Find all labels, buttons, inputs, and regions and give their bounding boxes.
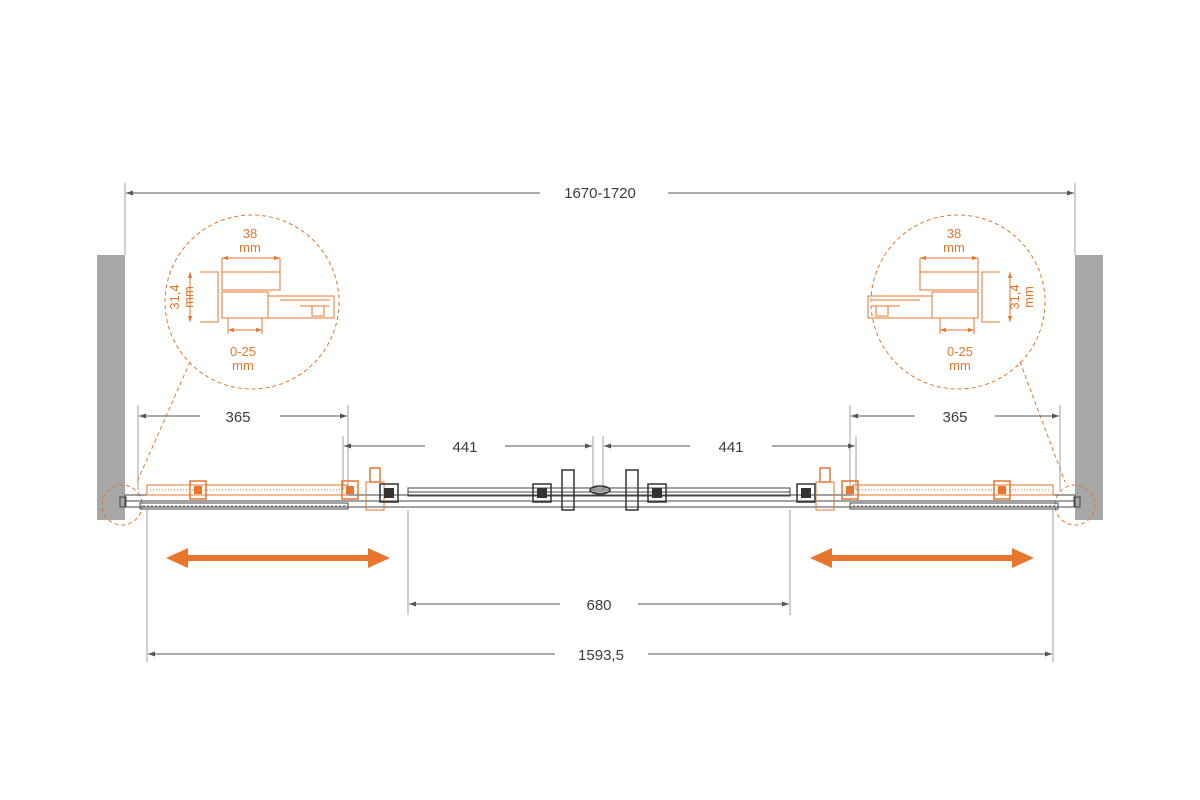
right-outer-roller	[993, 480, 1011, 500]
right-wall	[1075, 255, 1103, 520]
sliding-door-assembly	[119, 484, 1081, 510]
right-door-travel-label: 441	[718, 439, 743, 456]
left-door-slide-arrow	[166, 548, 390, 568]
left-profile-detail: 38 mm 31,4 mm 0-25 mm	[101, 214, 340, 526]
left-fixed-panel-label: 365	[225, 409, 250, 426]
left-door-roller	[379, 483, 399, 503]
total-width-label: 1670-1720	[564, 185, 636, 202]
total-width-dimension: 1670-1720	[124, 183, 1076, 255]
right-stopper	[815, 467, 835, 511]
left-outer-roller	[189, 480, 207, 500]
left-width-value: 38	[243, 226, 257, 241]
left-adjust-unit: mm	[232, 358, 254, 373]
right-fixed-panel-label: 365	[942, 409, 967, 426]
roller-fittings	[189, 467, 1011, 511]
opening-label: 680	[586, 597, 611, 614]
glass-width-label: 1593,5	[578, 647, 624, 664]
right-depth-unit: mm	[1021, 286, 1036, 308]
left-fixed-roller	[341, 480, 359, 500]
right-door-slide-arrow	[810, 548, 1034, 568]
left-wall	[97, 255, 125, 520]
right-fixed-roller	[841, 480, 859, 500]
glass-width-dimension: 1593,5	[146, 510, 1054, 664]
right-door-roller	[796, 483, 816, 503]
door-magnet-seal	[589, 485, 611, 495]
left-adjust-value: 0-25	[230, 344, 256, 359]
center-left-handle	[561, 469, 575, 511]
center-left-roller	[532, 483, 552, 503]
center-right-handle	[625, 469, 639, 511]
center-right-roller	[647, 483, 667, 503]
right-profile-detail: 38 mm 31,4 mm 0-25 mm	[867, 214, 1096, 526]
right-adjust-unit: mm	[949, 358, 971, 373]
opening-dimension: 680	[407, 510, 791, 615]
left-fixed-panel-dimension: 365	[137, 405, 349, 490]
right-adjust-value: 0-25	[947, 344, 973, 359]
left-depth-value: 31,4	[167, 284, 182, 309]
right-width-value: 38	[947, 226, 961, 241]
left-depth-unit: mm	[181, 286, 196, 308]
left-door-travel-dimension: 441	[342, 436, 594, 490]
left-width-unit: mm	[239, 240, 261, 255]
left-door-travel-label: 441	[452, 439, 477, 456]
right-fixed-panel-dimension: 365	[849, 405, 1061, 490]
right-width-unit: mm	[943, 240, 965, 255]
right-door-travel-dimension: 441	[602, 436, 857, 490]
left-stopper	[365, 467, 385, 511]
right-depth-value: 31,4	[1007, 284, 1022, 309]
